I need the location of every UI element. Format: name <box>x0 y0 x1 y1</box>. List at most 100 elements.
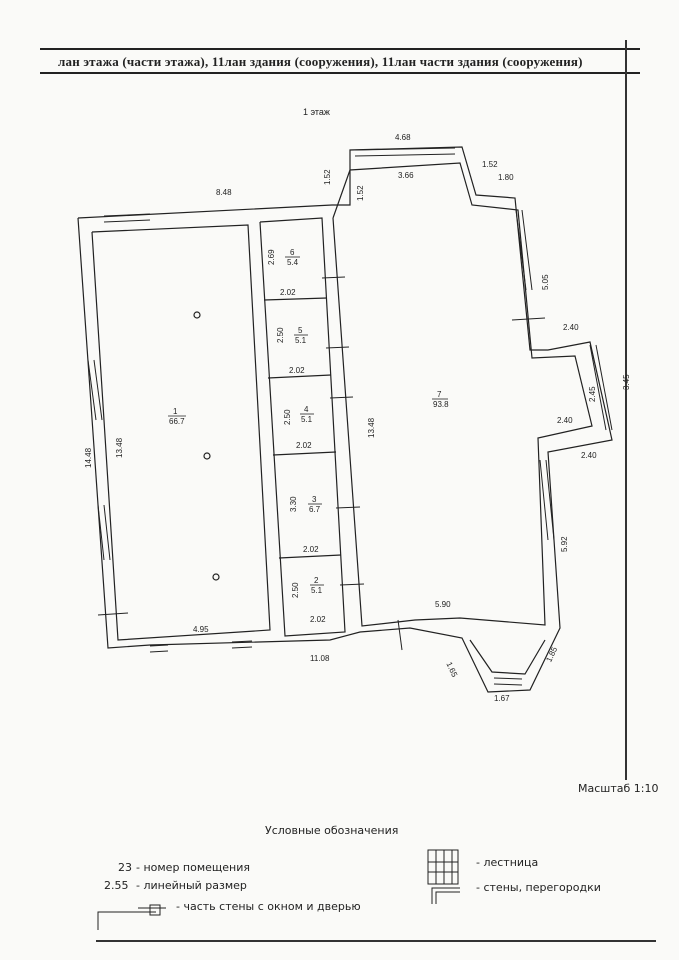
partition <box>263 297 328 301</box>
dim-top-offset: 1.52 <box>323 169 332 185</box>
column-marker <box>203 452 211 460</box>
legend-walls-text: - стены, перегородки <box>476 881 601 894</box>
dim-room4-length: 2.50 <box>283 409 292 425</box>
dim-notch-top: 2.40 <box>563 323 579 332</box>
dim-corridor-width-3: 2.02 <box>296 441 312 450</box>
legend-room-number-text: - номер помещения <box>136 861 251 874</box>
dim-notch-bottom: 2.40 <box>581 451 597 460</box>
window <box>539 459 549 541</box>
floor-label: 1 этаж <box>303 107 330 117</box>
legend-stairs-symbol <box>427 849 459 885</box>
door-tick <box>321 276 346 279</box>
dim-corridor-width-4: 2.02 <box>303 545 319 554</box>
room-5-number: 5 <box>298 326 303 335</box>
window <box>103 219 151 223</box>
dim-room7-height: 13.48 <box>367 417 376 438</box>
door-tick <box>339 583 365 586</box>
legend-dimension-text: - линейный размер <box>136 879 247 892</box>
dim-room6-length: 2.69 <box>267 249 276 265</box>
door-tick <box>97 612 129 616</box>
legend-window-door-text: - часть стены с окном и дверью <box>176 900 361 913</box>
legend-wall-symbol <box>431 887 460 904</box>
door-tick <box>511 317 546 321</box>
window <box>589 344 607 431</box>
window <box>521 209 533 291</box>
room-7-area: 93.8 <box>433 400 449 409</box>
inner-wall-room7 <box>332 162 593 627</box>
window <box>231 646 253 649</box>
window <box>103 504 111 561</box>
window <box>87 359 97 421</box>
window <box>515 209 527 291</box>
window <box>149 650 169 653</box>
dim-top-left-width: 8.48 <box>216 188 232 197</box>
dim-total-width: 11.08 <box>310 654 330 663</box>
window <box>493 683 523 686</box>
window <box>103 213 151 217</box>
dim-corridor-width-5: 2.02 <box>310 615 326 624</box>
dim-right-wall-2: 5.92 <box>560 536 569 552</box>
dim-oriel-bottom: 1.67 <box>494 694 510 703</box>
dim-notch-depth: 2.45 <box>588 386 597 402</box>
dim-corridor-width-2: 2.02 <box>289 366 305 375</box>
dim-bay-right-step: 1.80 <box>498 173 514 182</box>
room-7-number: 7 <box>437 390 442 399</box>
room-1-number: 1 <box>173 407 178 416</box>
legend-window-symbol-box <box>149 904 161 916</box>
door-tick <box>397 619 403 651</box>
dim-corridor-width-1: 2.02 <box>280 288 296 297</box>
partition <box>278 554 342 559</box>
dim-bay-left-depth: 1.52 <box>356 185 365 201</box>
dim-bay-top: 4.68 <box>395 133 411 142</box>
oriel-wall <box>469 639 546 675</box>
inner-wall <box>91 224 271 641</box>
window <box>545 459 555 541</box>
window <box>595 344 613 431</box>
room-2-number: 2 <box>314 576 319 585</box>
legend-stairs-text: - лестница <box>476 856 539 869</box>
header-bottom-rule <box>40 72 640 74</box>
dim-notch-mid: 2.40 <box>557 416 573 425</box>
window <box>231 640 253 643</box>
dim-bay-right-offset: 1.52 <box>482 160 498 169</box>
dim-room1-bottom: 4.95 <box>193 625 209 634</box>
bottom-rule <box>96 940 656 942</box>
window <box>149 644 169 647</box>
room-4-number: 4 <box>304 405 309 414</box>
dim-room5-length: 2.50 <box>276 327 285 343</box>
legend-window-symbol <box>97 911 156 930</box>
room-4-area: 5.1 <box>301 415 313 424</box>
room-3-number: 3 <box>312 495 317 504</box>
scale-label: Масштаб 1:10 <box>578 782 659 795</box>
room-2-area: 5.1 <box>311 586 323 595</box>
partition <box>267 374 332 379</box>
column-marker <box>212 573 220 581</box>
right-frame-line <box>625 40 627 780</box>
window <box>97 504 105 561</box>
dim-notch-outer: 3.45 <box>622 374 631 390</box>
room-5-area: 5.1 <box>295 336 307 345</box>
column-marker <box>193 311 201 319</box>
dim-room7-bottom: 5.90 <box>435 600 451 609</box>
header-top-rule <box>40 48 640 50</box>
door-tick <box>335 506 361 509</box>
room-3-area: 6.7 <box>309 505 321 514</box>
dim-bay-inner: 3.66 <box>398 171 414 180</box>
inner-wall-corridor <box>259 217 346 637</box>
window <box>493 677 523 680</box>
room-6-area: 5.4 <box>287 258 299 267</box>
window <box>93 359 103 421</box>
dim-room1-height: 13.48 <box>115 437 124 458</box>
room-1-area: 66.7 <box>169 417 185 426</box>
window <box>354 147 456 151</box>
header-title: лан этажа (части этажа), 11лан здания (с… <box>58 54 583 69</box>
door-tick <box>325 346 350 349</box>
legend-dimension-sample: 2.55 <box>104 879 129 892</box>
legend-room-number-sample: 23 <box>118 861 132 874</box>
room-6-number: 6 <box>290 248 295 257</box>
legend-title: Условные обозначения <box>265 824 399 837</box>
door-tick <box>329 396 354 399</box>
dim-room3-length: 3.30 <box>289 496 298 512</box>
dim-right-wall-1: 5.05 <box>541 274 550 290</box>
